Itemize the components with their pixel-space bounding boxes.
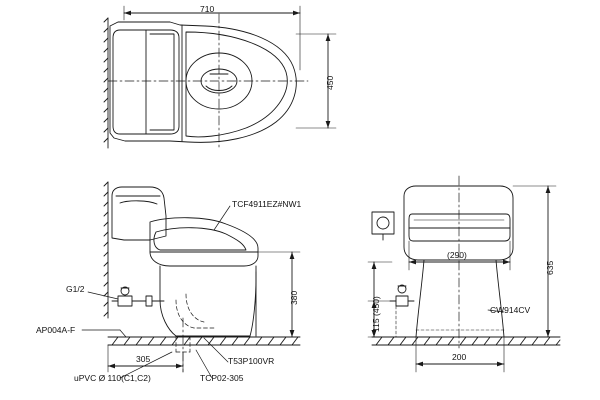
label-seat-model: TCF4911EZ#NW1 xyxy=(232,199,302,209)
dim-380 xyxy=(257,251,301,338)
dim-115 xyxy=(367,300,397,338)
dim-label-380: 380 xyxy=(289,290,299,305)
side-view-floor xyxy=(107,336,301,346)
dim-label-635: 635 xyxy=(545,260,555,275)
label-connector: TCP02-305 xyxy=(200,373,244,383)
dim-290 xyxy=(408,240,511,271)
dim-label-305: 305 xyxy=(136,354,151,364)
top-view-outline xyxy=(109,21,297,143)
front-view-outline xyxy=(403,185,514,338)
dim-label-450-top: 450 xyxy=(325,75,335,90)
side-view-supply-valve xyxy=(111,286,165,307)
side-view-hidden-lines xyxy=(175,293,215,353)
label-trap-pipe: uPVC Ø 110(C1,C2) xyxy=(74,373,151,383)
front-view-floor xyxy=(371,336,561,346)
label-water-supply: G1/2 xyxy=(66,284,85,294)
side-view-outline xyxy=(111,186,259,337)
dim-label-710: 710 xyxy=(200,4,215,14)
side-view-wall xyxy=(103,181,109,319)
dim-710 xyxy=(123,5,301,71)
dim-200 xyxy=(415,336,505,373)
label-supply-valve: T53P100VR xyxy=(228,356,275,366)
label-floor-flange: AP004A-F xyxy=(36,325,76,335)
dim-635 xyxy=(512,185,557,338)
dim-450-top xyxy=(295,33,337,129)
dim-label-450-front: (450) xyxy=(371,296,381,316)
dim-label-200: 200 xyxy=(452,352,467,362)
dim-label-290: (290) xyxy=(447,250,467,260)
side-view-leaders xyxy=(81,205,231,379)
label-bowl-model: CW914CV xyxy=(490,305,531,315)
top-view-wall xyxy=(103,17,109,149)
front-view-leaders xyxy=(487,309,505,313)
dim-305 xyxy=(107,344,184,373)
top-view-centerlines xyxy=(107,13,309,151)
dim-label-115: 115 xyxy=(371,318,381,332)
